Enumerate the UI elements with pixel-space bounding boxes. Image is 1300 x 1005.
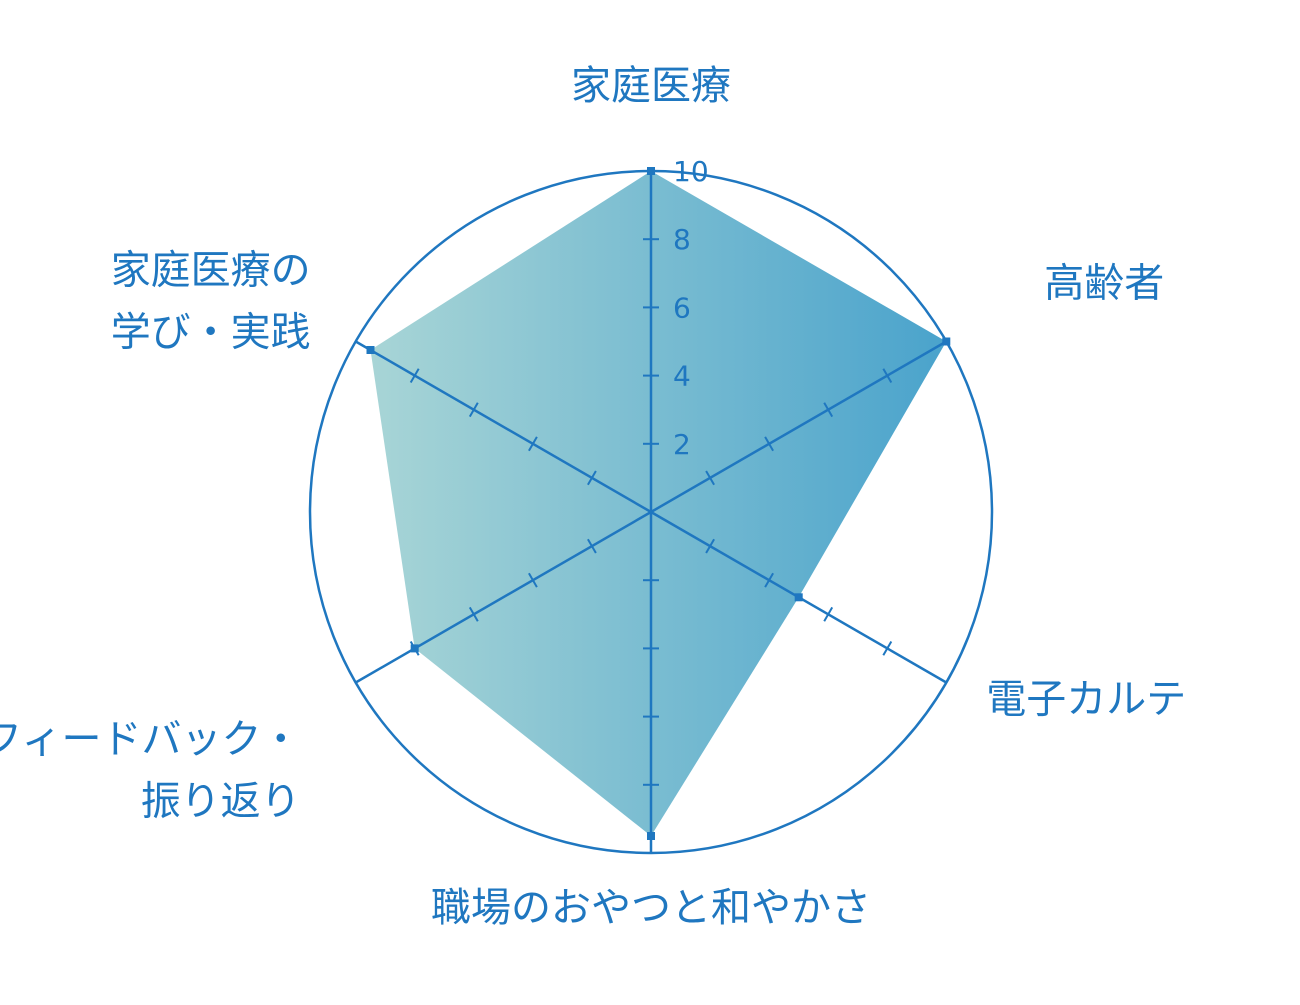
- tick-label: 8: [673, 223, 691, 256]
- axis-tick: [528, 436, 538, 452]
- category-label-line: 高齢者: [1044, 261, 1164, 307]
- axis-tick: [528, 572, 538, 588]
- category-label-line: 学び・実践: [111, 310, 311, 356]
- data-point: [647, 832, 655, 840]
- axis-tick: [764, 436, 774, 452]
- axis-tick: [823, 606, 834, 622]
- category-label-line: 電子カルテ: [986, 677, 1186, 723]
- axis-tick: [587, 538, 597, 554]
- axis-spoke: [650, 340, 947, 514]
- category-label: 高齢者: [1044, 261, 1164, 307]
- tick-label: 6: [673, 291, 691, 324]
- data-area: [370, 171, 947, 836]
- axis-spoke: [355, 340, 652, 514]
- tick-label: 4: [673, 360, 691, 393]
- axis-tick: [468, 606, 479, 622]
- category-label: フィードバック・振り返り: [0, 717, 301, 825]
- tick-label: 10: [673, 155, 709, 188]
- axis-tick: [409, 368, 420, 384]
- axis-tick: [587, 470, 597, 486]
- axis-tick: [705, 538, 715, 554]
- data-point: [942, 337, 951, 346]
- category-label: 職場のおやつと和やかさ: [431, 885, 871, 931]
- data-point: [794, 593, 803, 602]
- axis-tick: [882, 368, 893, 384]
- category-label: 家庭医療の学び・実践: [111, 248, 311, 356]
- category-label: 家庭医療: [571, 63, 731, 109]
- data-point: [366, 346, 375, 354]
- axis-tick: [882, 640, 893, 656]
- category-label-line: 職場のおやつと和やかさ: [431, 885, 871, 931]
- axis-tick: [468, 402, 479, 418]
- data-point: [410, 644, 419, 653]
- axis-tick: [823, 402, 834, 418]
- axis-tick: [764, 572, 774, 588]
- data-point: [647, 167, 655, 175]
- axis-spoke: [355, 510, 652, 684]
- category-label-line: フィードバック・: [0, 717, 301, 763]
- axis-tick: [705, 470, 715, 486]
- category-label: 電子カルテ: [986, 677, 1186, 723]
- category-label-line: 振り返り: [141, 779, 301, 825]
- category-label-line: 家庭医療の: [111, 248, 311, 294]
- tick-label: 2: [673, 428, 691, 461]
- category-label-line: 家庭医療: [571, 63, 731, 109]
